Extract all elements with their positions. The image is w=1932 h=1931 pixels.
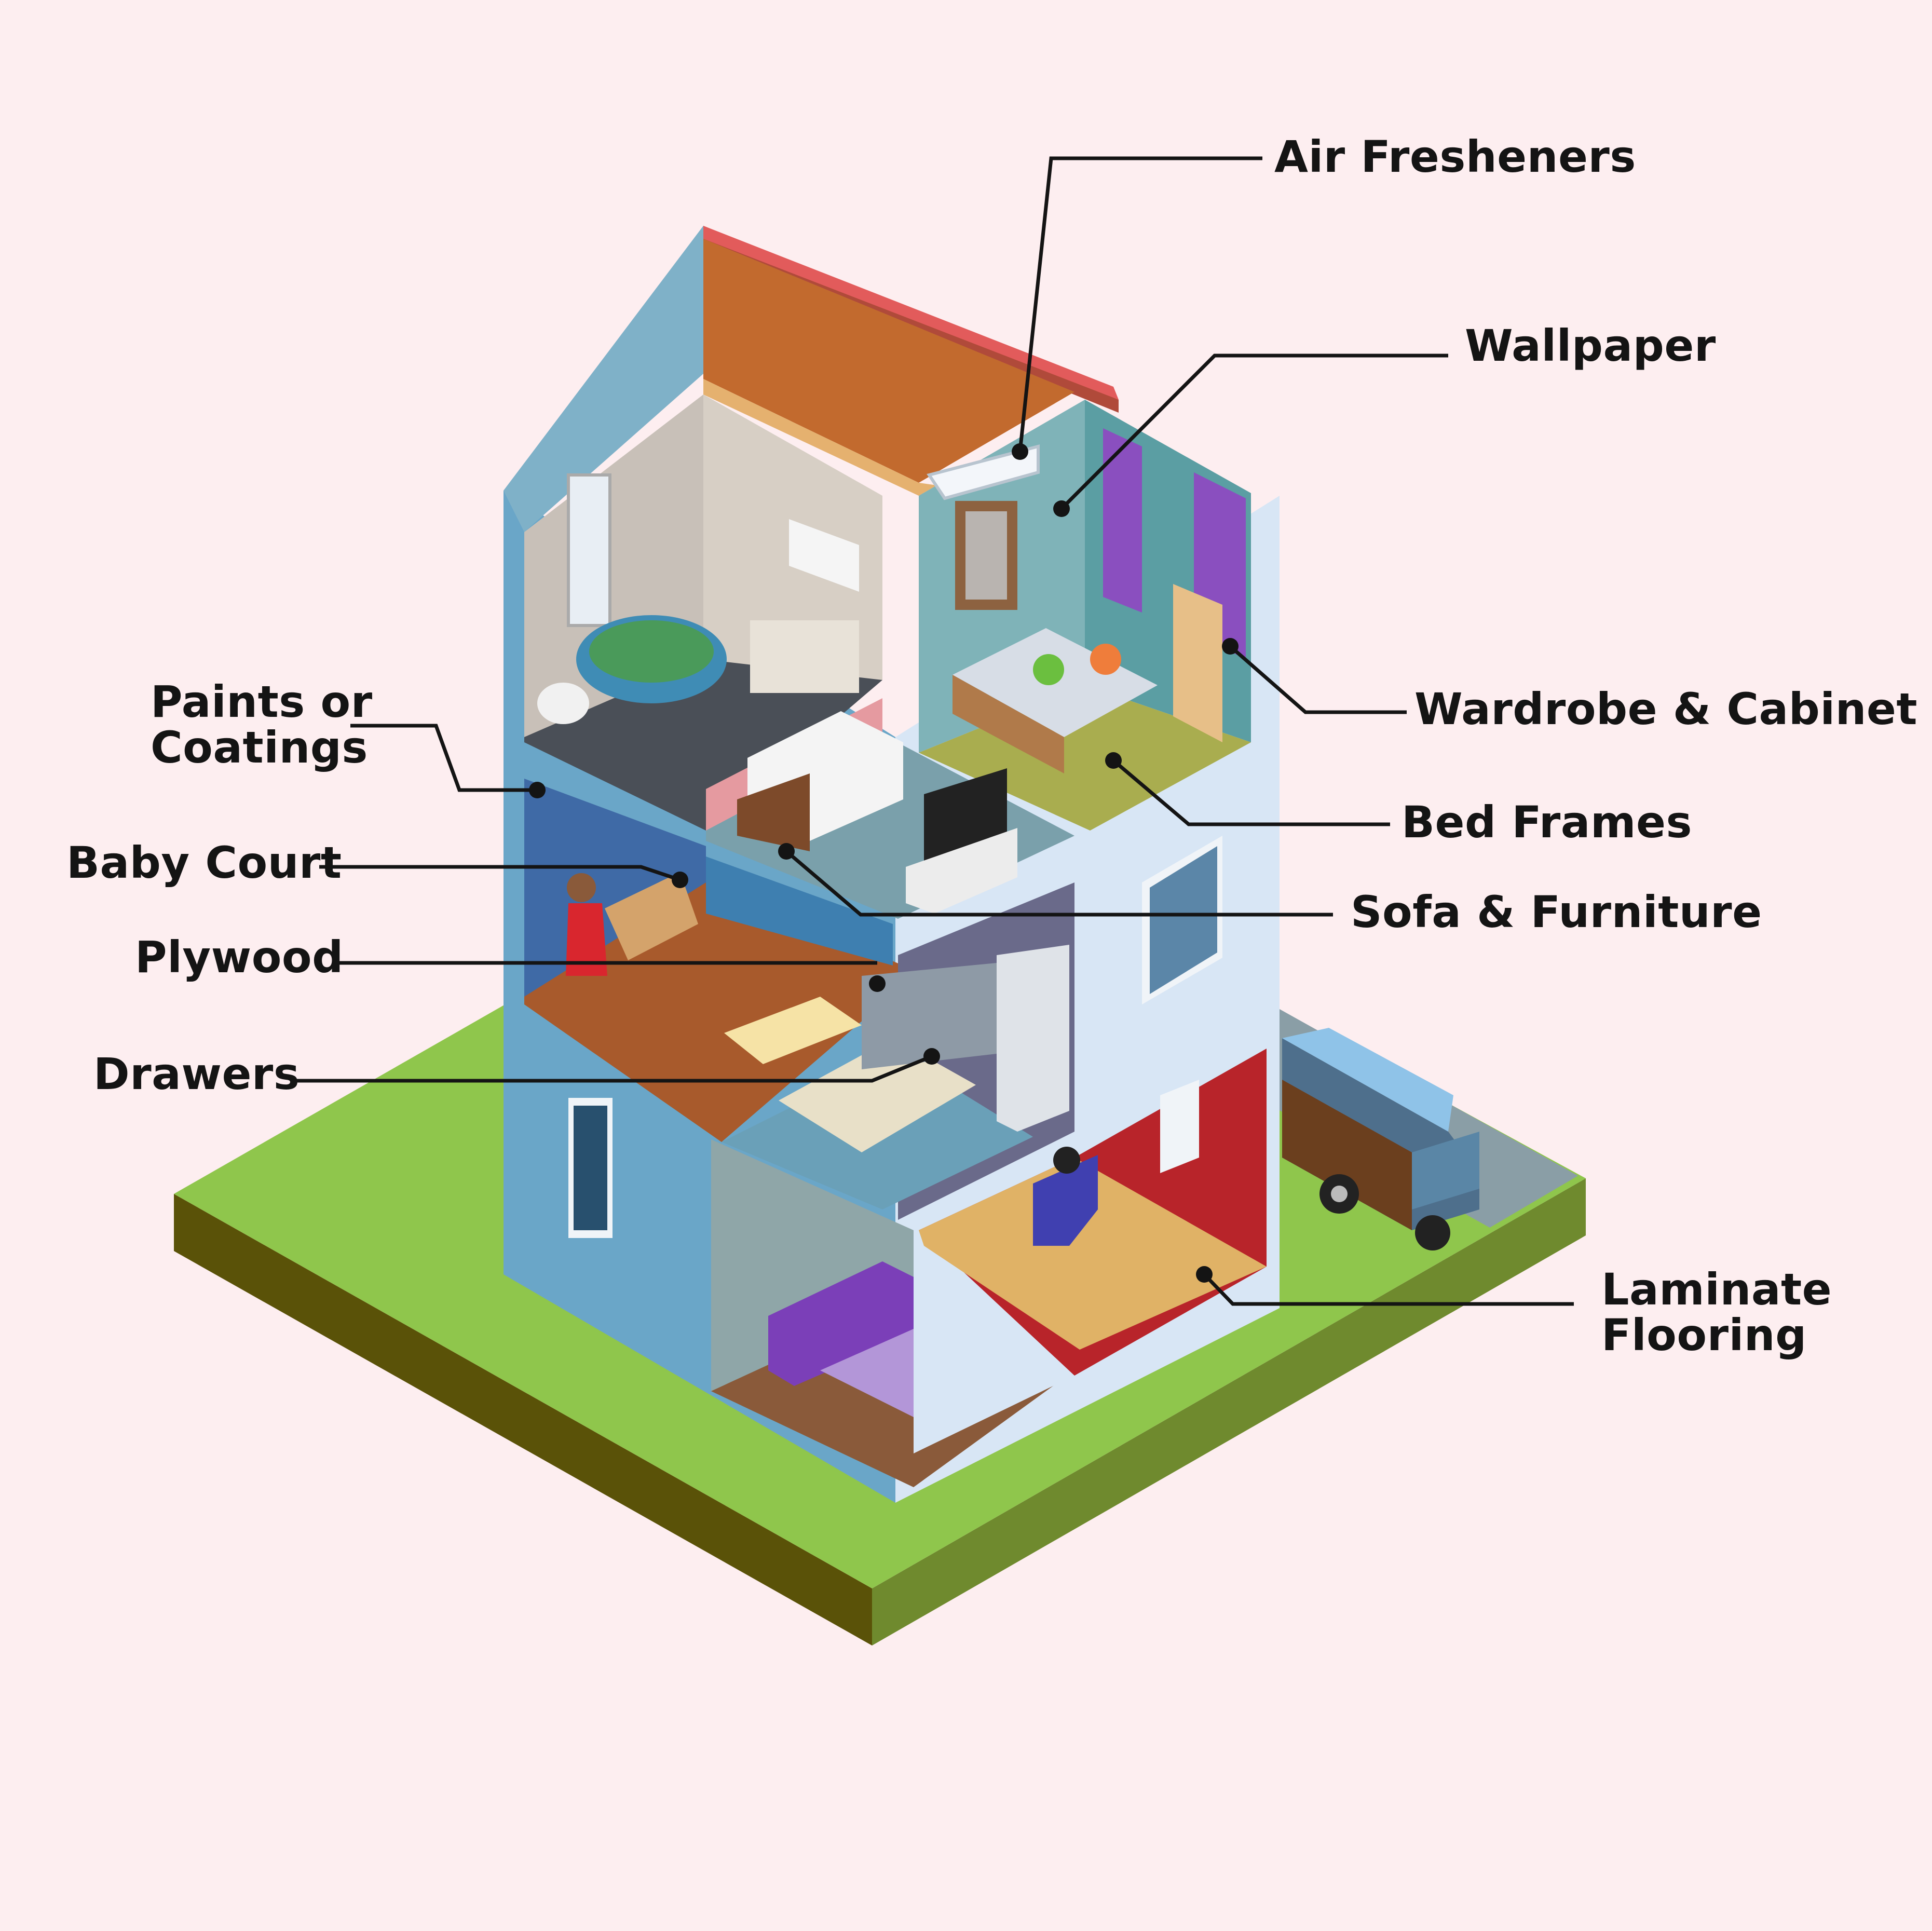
label-sofa-furniture: Sofa & Furniture	[1351, 889, 1762, 935]
label-text: Flooring	[1601, 1310, 1807, 1361]
label-text: Drawers	[93, 1049, 300, 1099]
leader-sofa-furniture	[785, 850, 1333, 917]
ground-floor-rooms	[711, 1049, 1267, 1487]
label-plywood: Plywood	[135, 934, 344, 980]
label-air-fresheners: Air Fresheners	[1274, 134, 1636, 180]
label-bed-frames: Bed Frames	[1402, 799, 1692, 845]
label-text: Wallpaper	[1465, 320, 1716, 371]
label-text: Bed Frames	[1402, 797, 1692, 848]
dot-wardrobe-cabinet	[1222, 638, 1239, 655]
leader-paints-coatings	[350, 724, 537, 792]
facade-windows	[568, 836, 1222, 1238]
dot-baby-court	[672, 872, 688, 888]
bedroom-room	[919, 400, 1251, 831]
leader-wallpaper	[1060, 353, 1448, 510]
dot-bed-frames	[1105, 752, 1122, 769]
leader-dots	[529, 443, 1239, 1283]
dot-wallpaper	[1053, 500, 1070, 517]
dot-sofa-furniture	[778, 843, 795, 860]
upper-living-room	[706, 698, 1074, 919]
leader-bed-frames	[1112, 759, 1390, 826]
label-text: Paints or	[151, 676, 373, 727]
dot-drawers	[923, 1048, 940, 1065]
dot-laminate-flooring	[1196, 1266, 1213, 1283]
leader-laminate-flooring	[1203, 1273, 1574, 1306]
leader-wardrobe-cabinet	[1229, 645, 1407, 714]
label-text: Air Fresheners	[1274, 131, 1636, 182]
label-wardrobe-cabinet: Wardrobe & Cabinet	[1414, 686, 1917, 732]
label-text: Coatings	[151, 722, 368, 773]
label-text: Plywood	[135, 932, 344, 983]
car	[1282, 1028, 1479, 1250]
label-text: Laminate	[1601, 1264, 1832, 1315]
label-baby-court: Baby Court	[66, 840, 342, 886]
bathroom-room	[524, 395, 882, 831]
leader-lines	[293, 156, 1574, 1306]
dot-air-fresheners	[1012, 443, 1028, 460]
attic-floor	[703, 379, 937, 496]
leader-air-fresheners	[1018, 156, 1262, 452]
dot-paints-coatings	[529, 782, 546, 798]
label-text: Sofa & Furniture	[1351, 887, 1762, 937]
label-text: Baby Court	[66, 837, 342, 888]
roof	[703, 226, 1119, 483]
kitchen-dining-room	[524, 779, 1074, 1220]
leader-baby-court	[319, 865, 681, 882]
label-text: Wardrobe & Cabinet	[1414, 684, 1918, 735]
dot-plywood	[869, 975, 886, 992]
leader-drawers	[293, 1054, 933, 1083]
label-wallpaper: Wallpaper	[1465, 323, 1716, 369]
label-drawers: Drawers	[93, 1051, 300, 1097]
